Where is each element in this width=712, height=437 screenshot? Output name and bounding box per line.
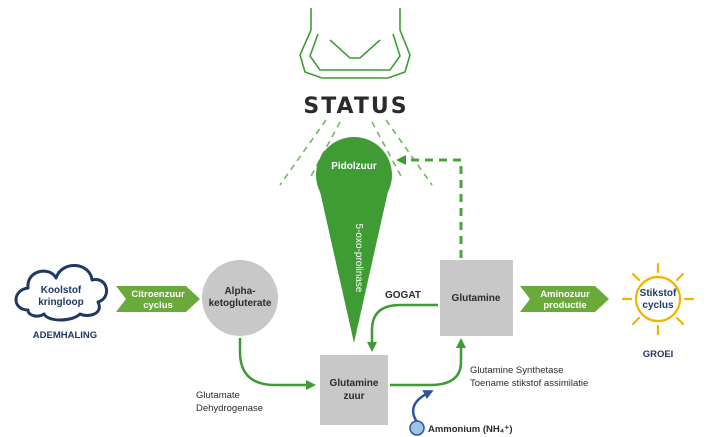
- pidolzuur-label: Pidolzuur: [331, 161, 377, 172]
- arrow-glutaminezuur-to-glutamine: [390, 338, 466, 387]
- citroenzuur-label-1: Citroenzuur: [131, 289, 185, 300]
- status-rays: [279, 119, 433, 186]
- sensor-device-icon: [299, 8, 411, 79]
- ademhaling-label: ADEMHALING: [33, 330, 97, 341]
- alpha-label-1: Alpha-: [224, 286, 255, 297]
- oxoprolinase-label: 5-oxo-prolinase: [353, 224, 364, 293]
- status-title: STATUS: [303, 94, 408, 119]
- alpha-label-2: ketogluterate: [209, 298, 272, 309]
- gogat-label: GOGAT: [385, 290, 421, 301]
- arrow-alpha-to-glutaminezuur: [238, 338, 316, 390]
- aminozuur-label-2: productie: [543, 300, 586, 311]
- koolstof-label-2: kringloop: [38, 297, 84, 308]
- arrow-ammonium: [411, 390, 434, 423]
- aminozuur-label-1: Aminozuur: [540, 289, 590, 300]
- aminozuur-arrow: [520, 286, 609, 312]
- glutamate-label-1: Glutamate: [196, 390, 240, 401]
- citroenzuur-label-2: cyclus: [143, 300, 173, 311]
- stikstof-label-1: Stikstof: [640, 288, 677, 299]
- groei-label: GROEI: [643, 349, 674, 360]
- koolstof-label-1: Koolstof: [41, 285, 82, 296]
- synthetase-label-1: Glutamine Synthetase: [470, 365, 563, 376]
- synthetase-label-2: Toename stikstof assimilatie: [470, 378, 588, 389]
- arrow-gogat: [367, 303, 438, 352]
- glutaminezuur-node: [320, 355, 388, 425]
- arrow-glutamine-to-pidolzuur: [396, 155, 463, 258]
- ammonium-label: Ammonium (NH₄⁺): [428, 424, 512, 435]
- glutamine-label: Glutamine: [452, 293, 501, 304]
- glutaminezuur-label-2: zuur: [343, 391, 364, 402]
- cloud-icon: [14, 264, 108, 322]
- sun-icon: [621, 262, 695, 336]
- citroenzuur-arrow: [116, 286, 200, 312]
- glutamate-label-2: Dehydrogenase: [196, 403, 263, 414]
- glutamine-node: [440, 260, 513, 336]
- glutaminezuur-label-1: Glutamine: [330, 378, 379, 389]
- pidolzuur-node: [316, 137, 392, 213]
- alpha-ketogluterate-node: [202, 260, 278, 336]
- oxoprolinase-cone: [317, 178, 391, 343]
- stikstof-label-2: cyclus: [642, 300, 674, 311]
- ammonium-icon: [409, 420, 425, 436]
